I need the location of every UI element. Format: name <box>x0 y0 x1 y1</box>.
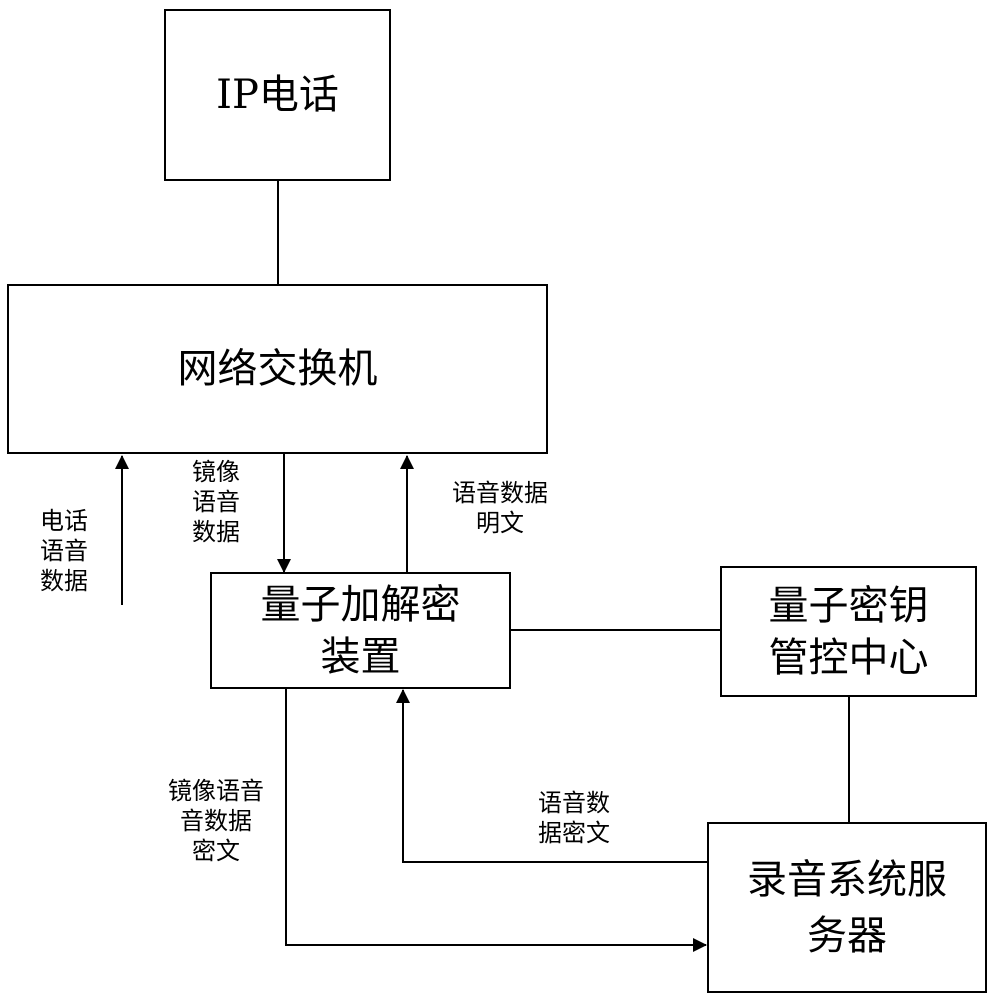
label-mirror-voice-data: 镜像 语音 数据 <box>192 458 240 546</box>
label-voice-ciphertext: 语音数 据密文 <box>538 789 610 847</box>
quantum-key-center-label: 量子密钥 管控中心 <box>768 582 929 681</box>
arrow-voice-ciphertext <box>396 689 708 863</box>
label-phone-voice-data: 电话 语音 数据 <box>40 507 88 595</box>
recording-server-label: 录音系统服 务器 <box>747 856 947 959</box>
recording-server-box: 录音系统服 务器 <box>707 822 987 993</box>
ip-phone-label: IP电话 <box>216 72 339 118</box>
quantum-crypto-device-box: 量子加解密 装置 <box>210 572 511 689</box>
arrow-mirror-ciphertext <box>285 688 707 952</box>
label-mirror-ciphertext: 镜像语音 音数据 密文 <box>168 777 264 865</box>
quantum-crypto-device-label: 量子加解密 装置 <box>260 581 461 680</box>
label-voice-plaintext: 语音数据 明文 <box>452 479 548 537</box>
network-switch-label: 网络交换机 <box>177 346 378 392</box>
network-switch-box: 网络交换机 <box>7 284 548 454</box>
quantum-key-center-box: 量子密钥 管控中心 <box>720 566 977 697</box>
ip-phone-box: IP电话 <box>164 9 391 181</box>
